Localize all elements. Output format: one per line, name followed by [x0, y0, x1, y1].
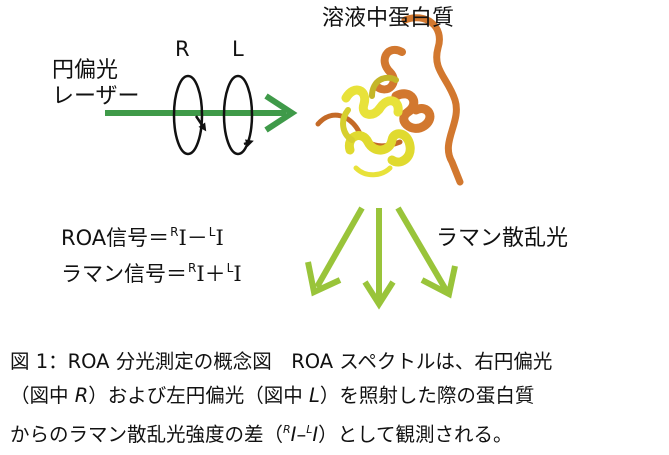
right-circular-polarization-icon — [172, 74, 207, 156]
raman-formula-i-r: I — [196, 262, 205, 286]
caption-symbol-r: R — [74, 384, 89, 407]
caption-line3-part-b: ）として観測される。 — [318, 423, 513, 446]
protein-in-solution-label: 溶液中蛋白質 — [322, 6, 455, 31]
caption-intensity-r: I — [290, 423, 297, 446]
laser-label-line1: 円偏光 — [52, 58, 119, 83]
raman-formula-operator: ＋ — [204, 262, 226, 286]
caption-sup-l: L — [306, 423, 313, 436]
caption-line-3: からのラマン散乱光強度の差（RI–LI）として観測される。 — [10, 413, 666, 452]
roa-signal-formula: ROA信号＝RI－LI — [61, 222, 224, 252]
raman-formula-i-l: I — [233, 262, 242, 286]
caption-line-2: （図中 R）および左円偏光（図中 L）を照射した際の蛋白質 — [10, 379, 666, 413]
right-polarization-label: R — [175, 37, 190, 61]
caption-intensity-l: I — [312, 423, 319, 446]
caption-symbol-l: L — [308, 384, 320, 407]
caption-line2-part-b: ）および左円偏光（図中 — [88, 384, 309, 407]
roa-formula-operator: － — [186, 226, 208, 250]
raman-scatter-arrows — [305, 206, 458, 310]
laser-arrow — [105, 93, 298, 133]
figure-caption: 図 1：ROA 分光測定の概念図 ROA スペクトルは、右円偏光 （図中 R）お… — [10, 345, 666, 452]
left-polarization-label: L — [232, 37, 244, 61]
caption-line-1: 図 1：ROA 分光測定の概念図 ROA スペクトルは、右円偏光 — [10, 350, 553, 373]
caption-line2-part-c: ）を照射した際の蛋白質 — [319, 384, 535, 407]
raman-formula-sup-l: L — [226, 261, 234, 275]
laser-label-line2: レーザー — [52, 84, 140, 109]
roa-formula-sup-l: L — [208, 225, 216, 239]
protein-structure-icon — [315, 14, 464, 186]
raman-formula-sup-r: R — [188, 261, 197, 275]
caption-dash: – — [296, 423, 307, 446]
caption-line2-part-a: （図中 — [10, 384, 75, 407]
caption-sup-r: R — [283, 423, 291, 436]
roa-formula-i-l: I — [215, 226, 224, 250]
roa-diagram: 溶液中蛋白質 円偏光 レーザー R L ラマン散乱光 ROA信号＝RI－LI ラ… — [52, 6, 569, 310]
raman-scattered-light-label: ラマン散乱光 — [436, 226, 569, 251]
diagram-graphic — [105, 14, 464, 310]
left-circular-polarization-icon — [222, 74, 254, 156]
roa-formula-i-r: I — [178, 226, 187, 250]
raman-signal-formula: ラマン信号＝RI＋LI — [61, 258, 242, 288]
raman-formula-prefix: ラマン信号＝ — [61, 262, 187, 286]
caption-line3-part-a: からのラマン散乱光強度の差（ — [10, 423, 284, 446]
roa-formula-prefix: ROA信号＝ — [61, 226, 170, 250]
roa-formula-sup-r: R — [170, 225, 179, 239]
